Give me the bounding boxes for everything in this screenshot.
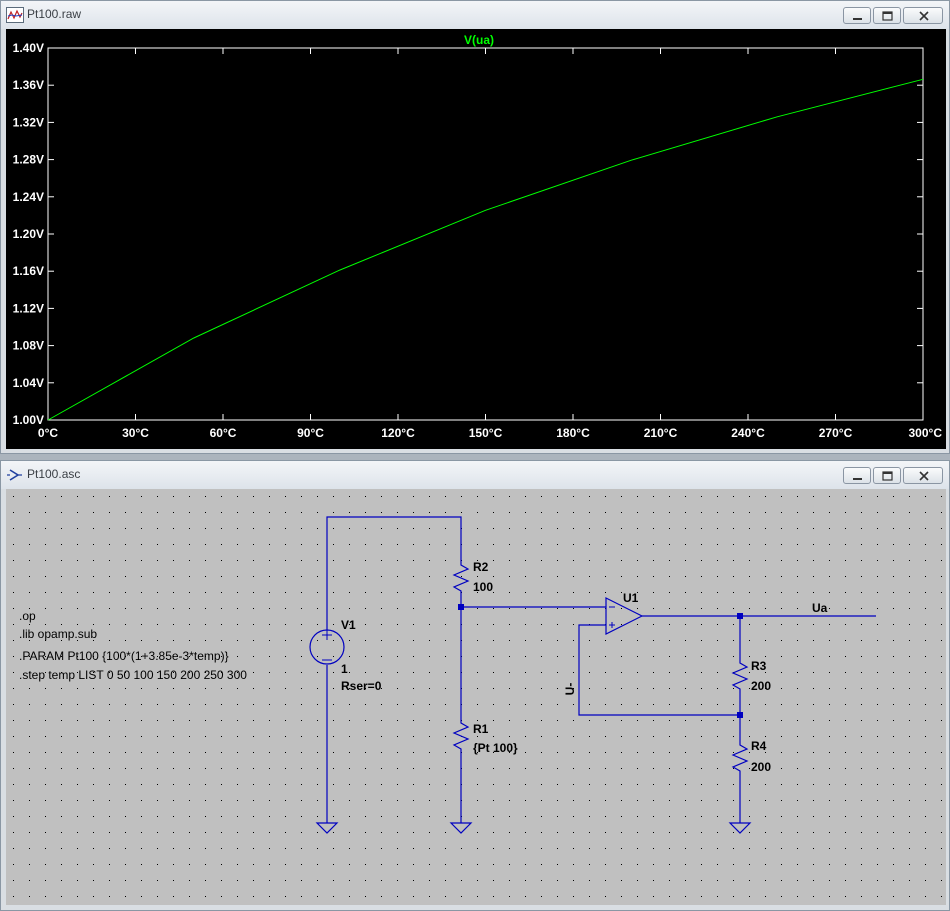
- x-tick-label: 240°C: [731, 426, 765, 440]
- net-label-u-minus[interactable]: U-: [563, 683, 577, 696]
- close-icon: [919, 471, 929, 481]
- junction-dot: [737, 712, 743, 718]
- x-tick-label: 180°C: [556, 426, 590, 440]
- x-tick-label: 30°C: [122, 426, 149, 440]
- y-tick-label: 1.24V: [13, 190, 44, 204]
- ground-symbol[interactable]: [449, 822, 473, 834]
- wire[interactable]: [578, 624, 740, 716]
- r1-value[interactable]: {Pt 100}: [473, 741, 518, 755]
- y-tick-label: 1.40V: [13, 41, 44, 55]
- close-button[interactable]: [903, 467, 943, 484]
- plot-window-titlebar[interactable]: Pt100.raw: [1, 1, 949, 29]
- minimize-button[interactable]: [843, 7, 871, 24]
- spice-directives[interactable]: .op .lib opamp.sub .PARAM Pt100 {100*(1+…: [19, 609, 247, 682]
- y-axis: 1.40V 1.36V 1.32V 1.28V 1.24V 1.20V 1.16V 1.12V…: [13, 41, 924, 427]
- x-tick-label: 120°C: [381, 426, 415, 440]
- v1-value[interactable]: 1: [341, 662, 348, 676]
- schematic-icon: [7, 469, 22, 481]
- r4-name[interactable]: R4: [751, 739, 767, 753]
- grid-dots: [6, 489, 946, 905]
- y-tick-label: 1.28V: [13, 153, 44, 167]
- maximize-icon: [882, 471, 893, 481]
- y-tick-label: 1.36V: [13, 78, 44, 92]
- r3-value[interactable]: 200: [751, 679, 771, 693]
- u1-name[interactable]: U1: [623, 591, 639, 605]
- x-tick-label: 90°C: [297, 426, 324, 440]
- r2-value[interactable]: 100: [473, 580, 493, 594]
- schematic-window: Pt100.asc .op .lib opamp.sub: [0, 460, 950, 911]
- r2-name[interactable]: R2: [473, 560, 489, 574]
- close-button[interactable]: [903, 7, 943, 24]
- x-tick-label: 210°C: [644, 426, 678, 440]
- waveform-icon: [6, 7, 24, 23]
- net-label-ua[interactable]: Ua: [812, 601, 828, 615]
- maximize-button[interactable]: [873, 467, 901, 484]
- x-axis: 0°C 30°C 60°C 90°C 120°C 150°C 180°C 210°C 240°C…: [38, 48, 942, 440]
- voltage-source-v1[interactable]: [309, 629, 345, 665]
- schematic-canvas[interactable]: .op .lib opamp.sub .PARAM Pt100 {100*(1+…: [6, 489, 946, 905]
- traces: [47, 78, 924, 421]
- trace-v-ua[interactable]: [47, 78, 924, 421]
- waveform-plot-area[interactable]: V(ua) 1.40V 1.36V 1.32V 1.28V 1.24V 1.20V 1.16…: [6, 29, 946, 449]
- resistor-r2[interactable]: [452, 559, 470, 596]
- minimize-icon: [853, 18, 862, 20]
- close-icon: [919, 11, 929, 21]
- schematic-window-title: Pt100.asc: [27, 467, 81, 481]
- directive-param[interactable]: .PARAM Pt100 {100*(1+3.85e-3*temp)}: [19, 649, 229, 663]
- x-tick-label: 270°C: [819, 426, 853, 440]
- minimize-icon: [853, 478, 862, 480]
- chart-title[interactable]: V(ua): [464, 33, 494, 47]
- resistor-r4[interactable]: [731, 739, 749, 775]
- junction-dot: [737, 613, 743, 619]
- wire[interactable]: [326, 516, 462, 630]
- r4-value[interactable]: 200: [751, 760, 771, 774]
- plot-window-title: Pt100.raw: [27, 7, 82, 21]
- ground-symbol[interactable]: [315, 822, 339, 834]
- directive-step[interactable]: .step temp LIST 0 50 100 150 200 250 300: [19, 668, 247, 682]
- y-tick-label: 1.00V: [13, 413, 44, 427]
- junction-dot: [458, 604, 464, 610]
- v1-name[interactable]: V1: [341, 618, 356, 632]
- resistor-r3[interactable]: [731, 657, 749, 693]
- x-tick-label: 150°C: [469, 426, 503, 440]
- window-gap: [0, 454, 950, 460]
- r3-name[interactable]: R3: [751, 659, 767, 673]
- y-tick-label: 1.20V: [13, 227, 44, 241]
- y-tick-label: 1.04V: [13, 376, 44, 390]
- y-tick-label: 1.12V: [13, 301, 44, 315]
- v1-extra[interactable]: Rser=0: [341, 679, 382, 693]
- ground-symbol[interactable]: [728, 822, 752, 834]
- plot-frame: [47, 47, 924, 421]
- directive-lib[interactable]: .lib opamp.sub: [19, 627, 97, 641]
- maximize-icon: [882, 11, 893, 21]
- x-tick-label: 0°C: [38, 426, 58, 440]
- schematic-window-titlebar[interactable]: Pt100.asc: [1, 461, 949, 489]
- y-tick-label: 1.32V: [13, 115, 44, 129]
- resistor-r1[interactable]: [452, 717, 470, 753]
- x-tick-label: 300°C: [909, 426, 943, 440]
- plot-window: Pt100.raw V(ua) 1.40V 1.36V 1.32V 1.28V 1.24…: [0, 0, 950, 454]
- directive-op[interactable]: .op: [19, 609, 36, 623]
- schematic-drawing[interactable]: .op .lib opamp.sub .PARAM Pt100 {100*(1+…: [6, 489, 946, 905]
- maximize-button[interactable]: [873, 7, 901, 24]
- waveform-chart[interactable]: V(ua) 1.40V 1.36V 1.32V 1.28V 1.24V 1.20V 1.16…: [6, 29, 946, 449]
- y-tick-label: 1.16V: [13, 264, 44, 278]
- minimize-button[interactable]: [843, 467, 871, 484]
- r1-name[interactable]: R1: [473, 722, 489, 736]
- y-tick-label: 1.08V: [13, 339, 44, 353]
- opamp-u1[interactable]: [605, 597, 644, 635]
- x-tick-label: 60°C: [210, 426, 237, 440]
